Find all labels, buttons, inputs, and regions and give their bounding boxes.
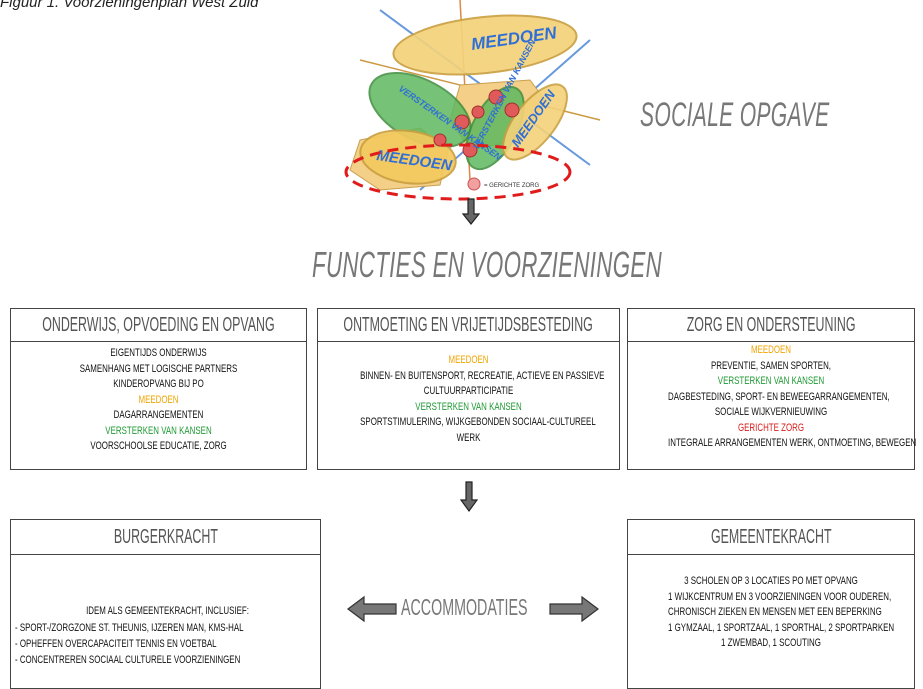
accommodaties-label: ACCOMMODATIES	[401, 594, 528, 620]
box-line: DAGARRANGEMENTEN	[113, 409, 204, 421]
box-line: SPORTSTIMULERING, WIJKGEBONDEN SOCIAAL-C…	[360, 416, 596, 428]
box-ontmoeting: ONTMOETING EN VRIJETIJDSBESTEDING MEEDOE…	[317, 308, 620, 470]
box-line: EIGENTIJDS ONDERWIJS	[110, 347, 207, 359]
box-line: INTEGRALE ARRANGEMENTEN WERK, ONTMOETING…	[668, 437, 917, 449]
box-title: ONTMOETING EN VRIJETIJDSBESTEDING	[343, 313, 594, 336]
box-header: ONTMOETING EN VRIJETIJDSBESTEDING	[318, 309, 619, 342]
down-arrow-icon	[459, 481, 479, 513]
box-line: 1 GYMZAAL, 1 SPORTZAAL, 1 SPORTHAL, 2 SP…	[668, 621, 895, 634]
box-item: - CONCENTREREN SOCIAAL CULTURELE VOORZIE…	[15, 653, 241, 666]
box-line: WERK	[456, 431, 481, 444]
gerichte-zorg-dot	[454, 114, 470, 130]
legend-dot	[467, 177, 481, 191]
box-line: 3 SCHOLEN OP 3 LOCATIES PO MET OPVANG	[684, 575, 858, 587]
box-line: SAMENHANG MET LOGISCHE PARTNERS	[79, 362, 238, 375]
gerichte-zorg-dot	[488, 89, 504, 105]
box-line: GERICHTE ZORG	[737, 421, 804, 434]
box-item: - OPHEFFEN OVERCAPACITEIT TENNIS EN VOET…	[15, 637, 217, 650]
box-intro: IDEM ALS GEMEENTEKRACHT, INCLUSIEF:	[86, 605, 249, 617]
box-title: GEMEENTEKRACHT	[710, 525, 832, 548]
box-line: SOCIALE WIJKVERNIEUWING	[714, 406, 828, 418]
box-line: CULTUURPARTICIPATIE	[423, 385, 514, 397]
focus-area-ellipse	[344, 143, 572, 201]
box-line: VOORSCHOOLSE EDUCATIE, ZORG	[90, 440, 227, 452]
right-arrow-icon	[549, 595, 599, 623]
box-line: CHRONISCH ZIEKEN EN MENSEN MET EEN BEPER…	[668, 606, 882, 618]
box-zorg: ZORG EN ONDERSTEUNING MEEDOEN PREVENTIE,…	[627, 308, 917, 470]
box-header: ONDERWIJS, OPVOEDING EN OPVANG	[11, 309, 306, 342]
box-line: KINDEROPVANG BIJ PO	[113, 378, 204, 390]
box-line: 1 WIJKCENTRUM EN 3 VOORZIENINGEN VOOR OU…	[668, 590, 892, 603]
down-arrow-icon	[461, 198, 481, 225]
box-item: - SPORT-/ZORGZONE ST. THEUNIS, IJZEREN M…	[15, 621, 244, 634]
left-arrow-icon	[347, 595, 397, 623]
box-burgerkracht: BURGERKRACHT IDEM ALS GEMEENTEKRACHT, IN…	[10, 519, 321, 689]
box-line: 1 ZWEMBAD, 1 SCOUTING	[721, 637, 821, 649]
functies-title: FUNCTIES EN VOORZIENINGEN	[312, 244, 663, 285]
box-line: PREVENTIE, SAMEN SPORTEN,	[710, 359, 831, 372]
box-line: VERSTERKEN VAN KANSEN	[717, 375, 825, 387]
legend-text: = GERICHTE ZORG	[484, 183, 540, 189]
box-header: BURGERKRACHT	[11, 520, 320, 555]
meedoen-zone-bottom	[359, 129, 457, 185]
box-line: BINNEN- EN BUITENSPORT, RECREATIE, ACTIE…	[360, 369, 605, 382]
box-header: ZORG EN ONDERSTEUNING	[628, 309, 914, 342]
box-line: MEEDOEN	[448, 354, 489, 366]
box-title: BURGERKRACHT	[113, 525, 218, 548]
gerichte-zorg-dot	[471, 105, 485, 119]
box-onderwijs: ONDERWIJS, OPVOEDING EN OPVANG EIGENTIJD…	[10, 308, 307, 470]
district-map-illustration: MEEDOEN VERSTERKEN VAN KANSEN VERSTERKEN…	[344, 0, 601, 225]
box-line: VERSTERKEN VAN KANSEN	[415, 400, 522, 413]
box-line: MEEDOEN	[138, 393, 179, 406]
box-title: ONDERWIJS, OPVOEDING EN OPVANG	[42, 313, 275, 336]
box-line: MEEDOEN	[750, 344, 792, 356]
box-header: GEMEENTEKRACHT	[628, 520, 914, 555]
sociale-opgave-title: SOCIALE OPGAVE	[640, 96, 830, 134]
meedoen-zone-top	[392, 14, 578, 76]
box-line: VERSTERKEN VAN KANSEN	[105, 424, 212, 437]
figure-caption: Figuur 1. Voorzieningenplan West Zuid	[0, 0, 259, 11]
box-line: DAGBESTEDING, SPORT- EN BEWEEGARRANGEMEN…	[668, 390, 890, 403]
box-gemeentekracht: GEMEENTEKRACHT 3 SCHOLEN OP 3 LOCATIES P…	[627, 519, 915, 689]
box-title: ZORG EN ONDERSTEUNING	[686, 313, 856, 336]
gerichte-zorg-dot	[433, 133, 447, 147]
gerichte-zorg-dot	[504, 102, 520, 118]
